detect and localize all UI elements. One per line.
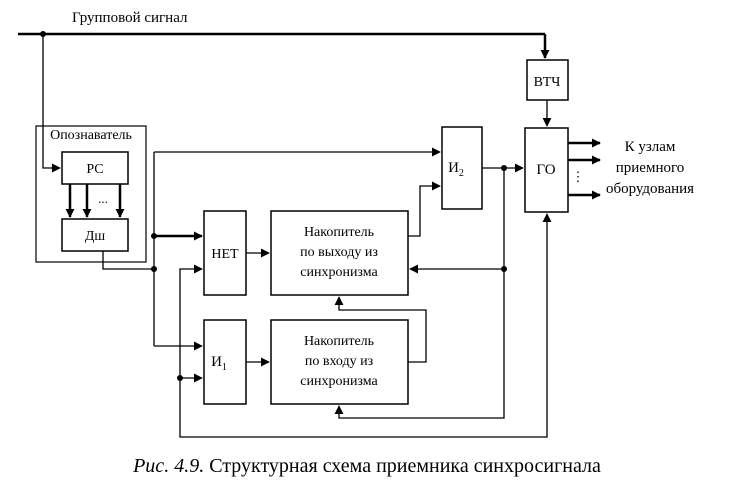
figure-caption: Рис. 4.9. Структурная схема приемника си… [0,455,734,478]
receiver-block-diagram: Групповой сигнал Опознаватель РС Дш ... … [18,10,694,438]
net-label: НЕТ [211,247,239,262]
and1-block [203,319,247,405]
accumulator-in-line-3: синхронизма [300,374,378,389]
connection-lines [102,100,552,438]
rs-block [61,151,129,185]
accumulator-out-line-3: синхронизма [300,265,378,280]
acc-out-to-and2-line [408,181,441,237]
figure-title: Структурная схема приемника синхросигнал… [209,455,601,477]
identifier-label: Опознаватель [50,128,132,143]
and2-label-sub: 2 [459,168,464,179]
and2-label: И2 [448,160,464,179]
junction-dots [151,165,507,381]
and1-label-sub: 1 [222,362,227,373]
outputs-label-line-1: К узлам [625,139,676,155]
go-output-arrows [568,138,601,200]
identifier-block [35,125,147,263]
net-block [203,210,247,296]
outputs-label-line-2: приемного [616,160,685,176]
input-to-rs-line [42,34,61,173]
loop-to-net-line [179,264,203,378]
decoder-output-line [102,251,154,270]
go-feedback-to-acc-in-line [334,168,505,419]
junction-dot [151,266,157,272]
and1-label: И1 [211,354,227,373]
go-label: ГО [536,162,555,178]
group-signal-bus [18,32,550,59]
junction-dot [501,266,507,272]
and1-label-main: И [211,354,222,370]
go-block [524,127,569,213]
accumulator-out-line-2: по выходу из [300,245,378,260]
and2-label-main: И [448,160,459,176]
accumulator-in-line-2: по входу из [305,354,374,369]
accumulator-out-line-1: Накопитель [304,225,374,240]
figure-number: Рис. 4.9. [133,455,205,477]
vtch-block [526,59,569,101]
decoder-label: Дш [85,229,106,244]
rs-dots: ... [98,191,108,206]
vtch-label: ВТЧ [534,75,561,90]
outputs-label-line-3: оборудования [606,181,694,197]
accumulator-in-line-1: Накопитель [304,334,374,349]
input-signal-label: Групповой сигнал [72,10,188,26]
junction-dot [177,375,183,381]
bottom-loop-to-go-line [179,213,552,438]
acc-in-to-acc-out-line [334,296,427,363]
accumulator-out-block [270,210,409,296]
decoder-block [61,218,129,252]
go-output-dots: ⋮ [572,169,585,184]
rs-label: РС [86,162,103,177]
junction-dot [151,233,157,239]
junction-dot [501,165,507,171]
rs-to-decoder-arrows [65,184,125,218]
